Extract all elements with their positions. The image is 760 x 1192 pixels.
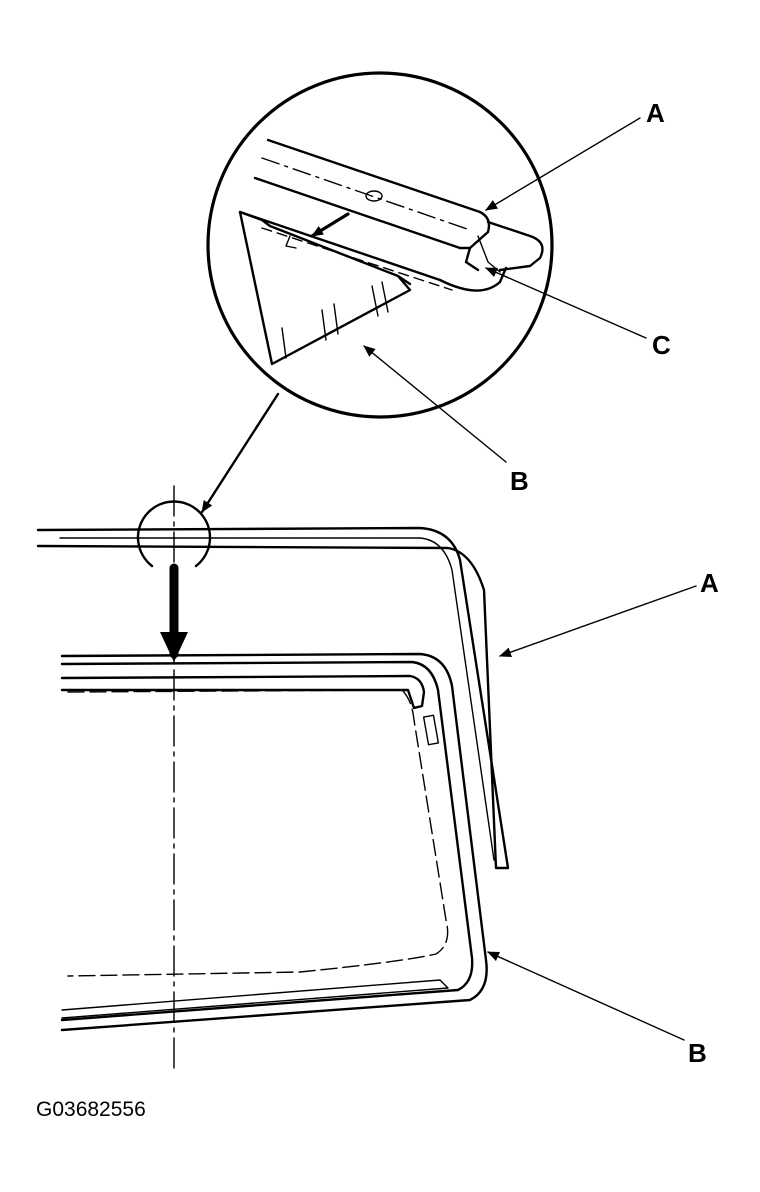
callout-detail-a: A (646, 98, 665, 128)
leader-main-b (487, 951, 685, 1041)
glass-b-detail (238, 210, 412, 366)
detail-view (206, 71, 554, 419)
leader-detail-c (485, 267, 647, 339)
leader-main-a (499, 585, 697, 658)
callout-main-b: B (688, 1038, 707, 1068)
molding-a-main (36, 526, 510, 870)
leader-detail-b (363, 345, 507, 463)
install-direction-arrowhead (160, 632, 188, 662)
windshield-glass-b (60, 652, 488, 1032)
callout-detail-b: B (510, 466, 529, 496)
removal-direction-arrow (310, 212, 350, 238)
figure-id: G03682556 (36, 1098, 146, 1121)
callout-detail-c: C (652, 330, 671, 360)
callout-main-a: A (700, 568, 719, 598)
leader-detail-a (485, 117, 641, 211)
reference-circle (136, 500, 212, 568)
detail-reference-arrow (200, 392, 280, 514)
molding-a-detail (253, 138, 491, 272)
detail-circle (206, 71, 554, 419)
